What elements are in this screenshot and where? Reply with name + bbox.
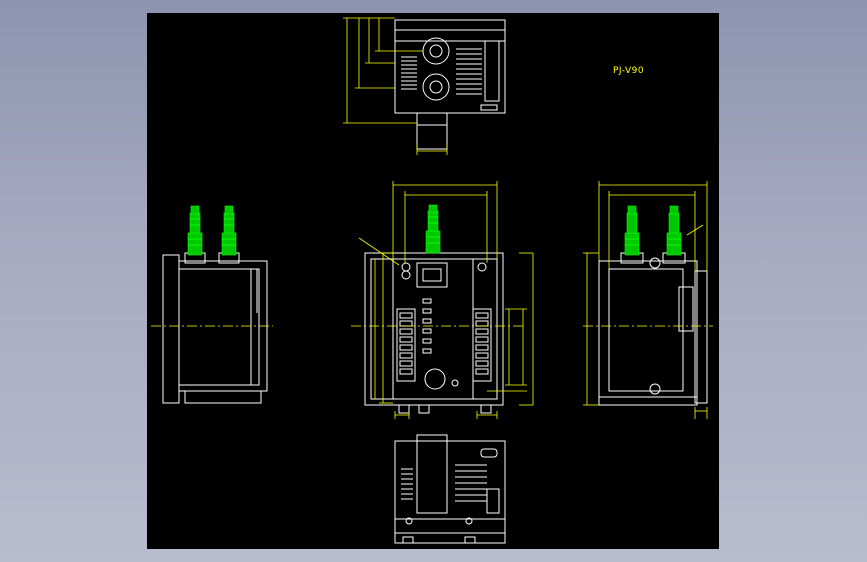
drawing-title: PJ-V90 xyxy=(613,66,645,76)
right-dimension-lines xyxy=(583,181,708,419)
left-side-view xyxy=(151,205,273,404)
right-side-view xyxy=(583,181,713,419)
top-connector-port-2 xyxy=(422,73,450,101)
front-dimension-lines xyxy=(358,181,534,419)
bottom-vent-slots-right xyxy=(455,464,487,502)
front-terminal-block-left xyxy=(396,308,416,382)
right-connector-1 xyxy=(624,205,640,256)
front-view xyxy=(351,181,534,419)
front-terminal-block-right xyxy=(472,308,492,382)
left-connector-1 xyxy=(187,205,203,256)
top-view xyxy=(343,17,506,155)
left-connector-2 xyxy=(221,205,237,256)
top-connector-port-1 xyxy=(422,37,450,65)
top-dimension-lines xyxy=(343,17,448,155)
top-vent-slots-right xyxy=(456,48,482,95)
bottom-vent-slots-left xyxy=(401,468,413,500)
front-connector xyxy=(425,204,441,254)
drawing-canvas[interactable]: PJ-V90 xyxy=(147,13,719,549)
drawing-svg xyxy=(151,17,713,544)
top-vent-slots-left xyxy=(401,56,417,90)
bottom-view xyxy=(394,434,506,544)
front-knob xyxy=(424,368,446,390)
right-connector-2 xyxy=(666,205,682,256)
